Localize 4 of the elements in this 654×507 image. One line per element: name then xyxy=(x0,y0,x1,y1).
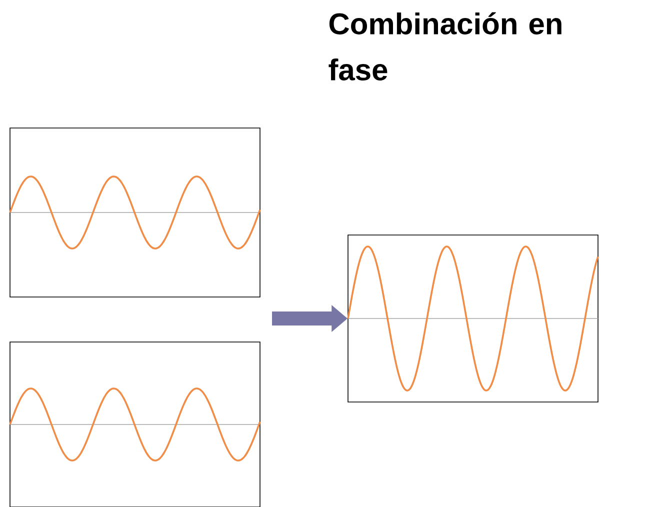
wave-plot xyxy=(9,342,261,507)
title: Combinación en fase xyxy=(328,12,562,80)
wave-plot xyxy=(347,234,599,402)
wave-plot xyxy=(9,128,261,298)
